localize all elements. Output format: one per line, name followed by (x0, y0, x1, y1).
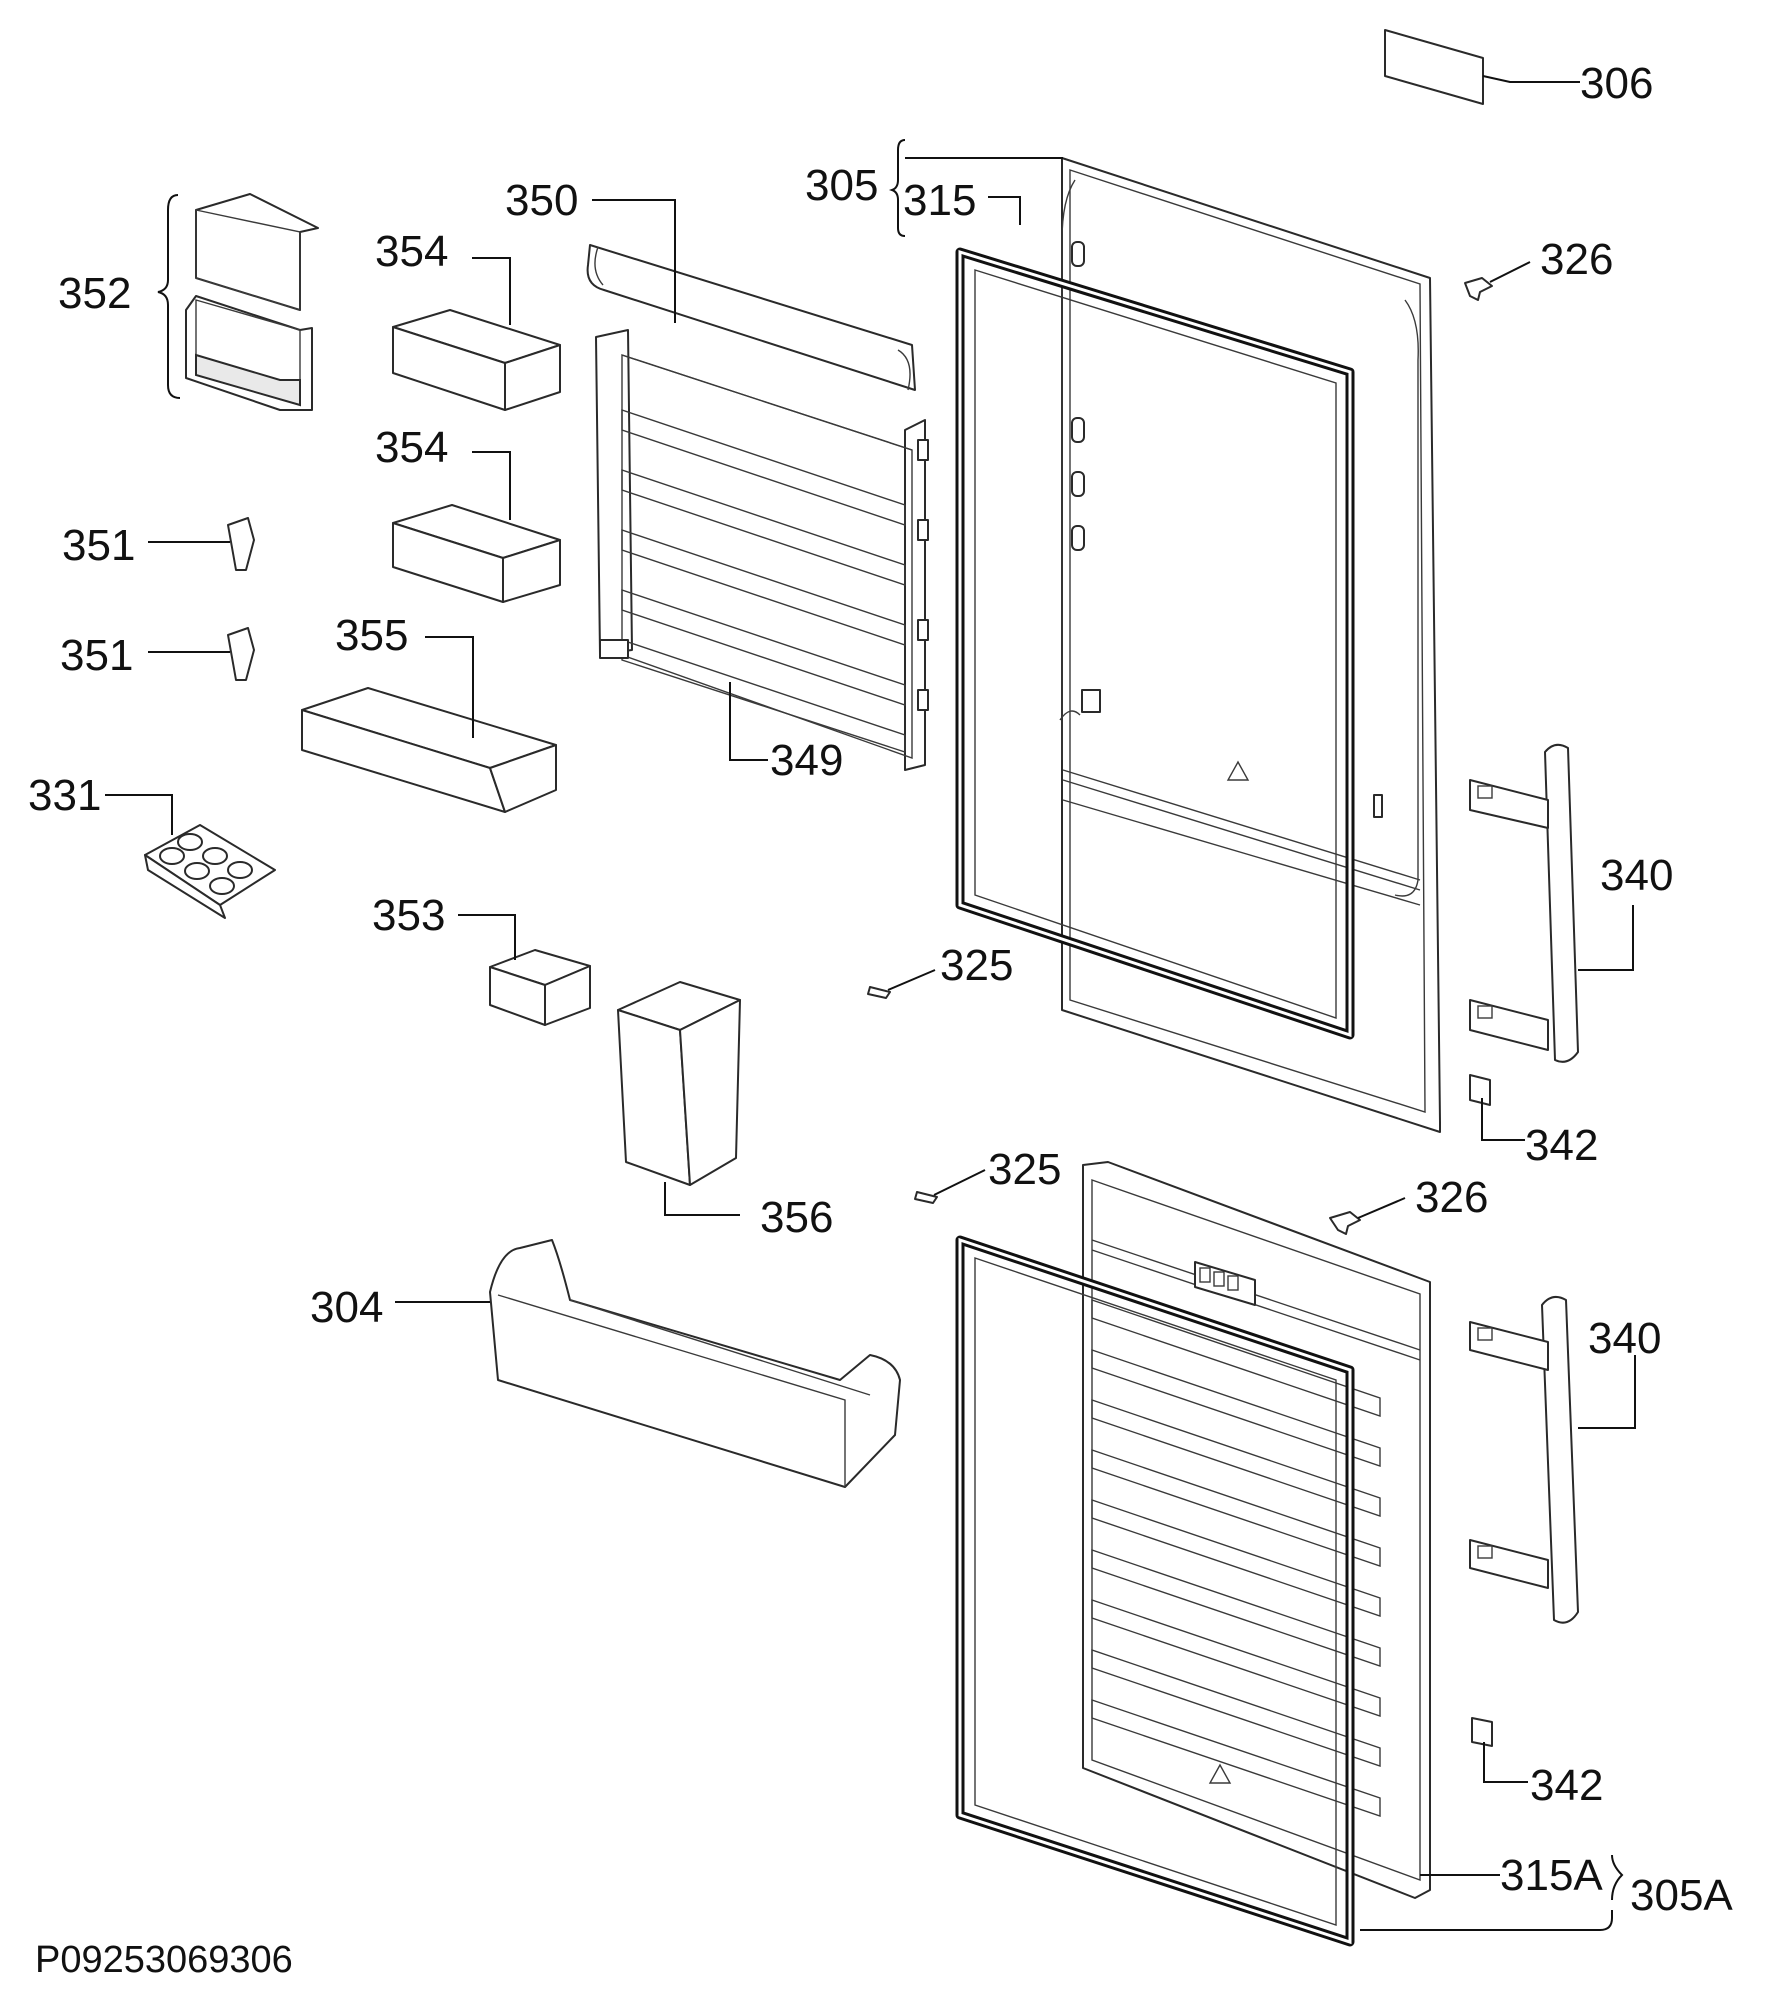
callout-304: 304 (310, 1283, 383, 1332)
part-356-tall-container (617, 981, 741, 1186)
callout-352: 352 (58, 269, 131, 318)
callout-340-lower: 340 (1588, 1314, 1661, 1363)
part-326-hinge-cap-lower (1329, 1211, 1361, 1235)
callout-326-lower: 326 (1415, 1173, 1488, 1222)
part-306-rating-label (1384, 29, 1484, 105)
recycle-symbol-icon (1208, 1763, 1232, 1784)
part-340-handle-lower (1469, 1295, 1579, 1624)
part-325-screw-upper (867, 986, 891, 999)
callout-315A: 315A (1500, 1851, 1603, 1900)
part-342-cover-cap-upper (1469, 1074, 1491, 1106)
part-353-small-container (489, 949, 591, 1026)
part-331-egg-tray (144, 824, 276, 919)
callout-354-lower: 354 (375, 423, 448, 472)
part-315A-freezer-gasket (955, 1235, 1355, 1947)
callout-356: 356 (760, 1193, 833, 1242)
control-panel-icon (1194, 1261, 1256, 1306)
part-350-shelf-rail (586, 244, 916, 391)
part-349-door-liner (595, 329, 929, 771)
part-352-dairy-compartment (185, 193, 319, 411)
callout-326-upper: 326 (1540, 235, 1613, 284)
part-354-box-upper (392, 309, 561, 411)
callout-351-lower: 351 (60, 631, 133, 680)
callout-340-upper: 340 (1600, 851, 1673, 900)
part-354-box-lower (392, 504, 561, 603)
part-326-hinge-cap-upper (1464, 277, 1493, 301)
part-304-bottle-shelf (489, 1239, 901, 1488)
part-351-clip-upper (227, 517, 255, 571)
part-342-cover-cap-lower (1471, 1717, 1493, 1747)
callout-306: 306 (1580, 59, 1653, 108)
drawing-number: P09253069306 (35, 1939, 293, 1981)
part-305A-freezer-door (1082, 1161, 1431, 1899)
callout-325-lower: 325 (988, 1145, 1061, 1194)
callout-342-lower: 342 (1530, 1761, 1603, 1810)
callout-331: 331 (28, 771, 101, 820)
callout-355: 355 (335, 611, 408, 660)
callout-351-upper: 351 (62, 521, 135, 570)
callout-315: 315 (903, 176, 976, 225)
recycle-symbol-icon (1226, 760, 1250, 781)
callout-353: 353 (372, 891, 445, 940)
callout-325-upper: 325 (940, 941, 1013, 990)
part-355-long-box (301, 687, 557, 813)
callout-305: 305 (805, 161, 878, 210)
callout-350: 350 (505, 176, 578, 225)
callout-354-upper: 354 (375, 227, 448, 276)
callout-342-upper: 342 (1525, 1121, 1598, 1170)
part-315-fridge-gasket (955, 247, 1355, 1040)
part-325-screw-lower (914, 1191, 938, 1204)
callout-labels: 306 305 315 326 350 354 352 354 351 351 … (28, 59, 1733, 1920)
leader-lines (105, 75, 1636, 1931)
callout-305A: 305A (1630, 1871, 1733, 1920)
callout-349: 349 (770, 736, 843, 785)
part-351-clip-lower (227, 627, 255, 681)
part-340-handle-upper (1469, 743, 1579, 1063)
